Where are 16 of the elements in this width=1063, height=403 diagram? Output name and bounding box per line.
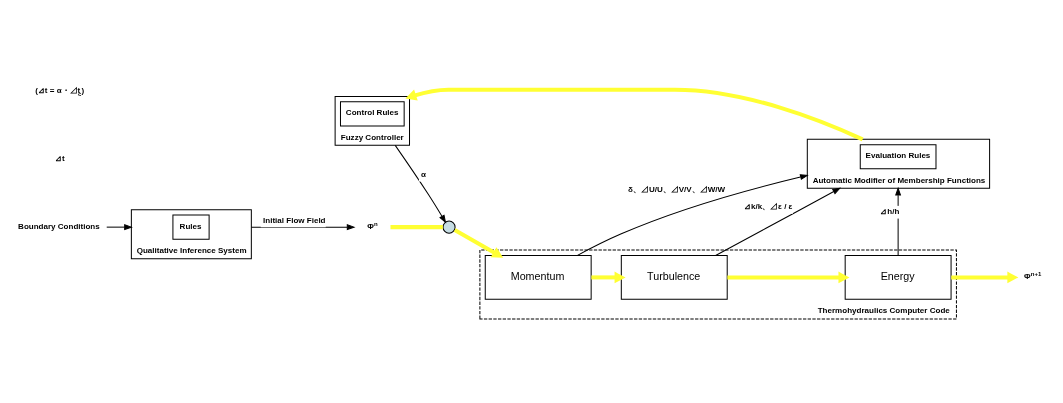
arrow — [405, 87, 864, 141]
arrow — [895, 186, 902, 256]
arrow — [951, 271, 1019, 283]
arrow — [250, 223, 356, 230]
arrow — [106, 223, 133, 230]
arrow — [727, 271, 850, 283]
arrow — [591, 271, 626, 283]
arrow — [576, 173, 809, 256]
arrow — [453, 227, 504, 258]
node-box: Turbulence — [620, 254, 728, 300]
node-box: Energy — [844, 254, 952, 300]
arrow — [715, 187, 842, 256]
connector — [390, 224, 443, 229]
node-circle — [442, 220, 456, 234]
node-box: Momentum — [484, 254, 592, 300]
arrow — [394, 144, 447, 223]
